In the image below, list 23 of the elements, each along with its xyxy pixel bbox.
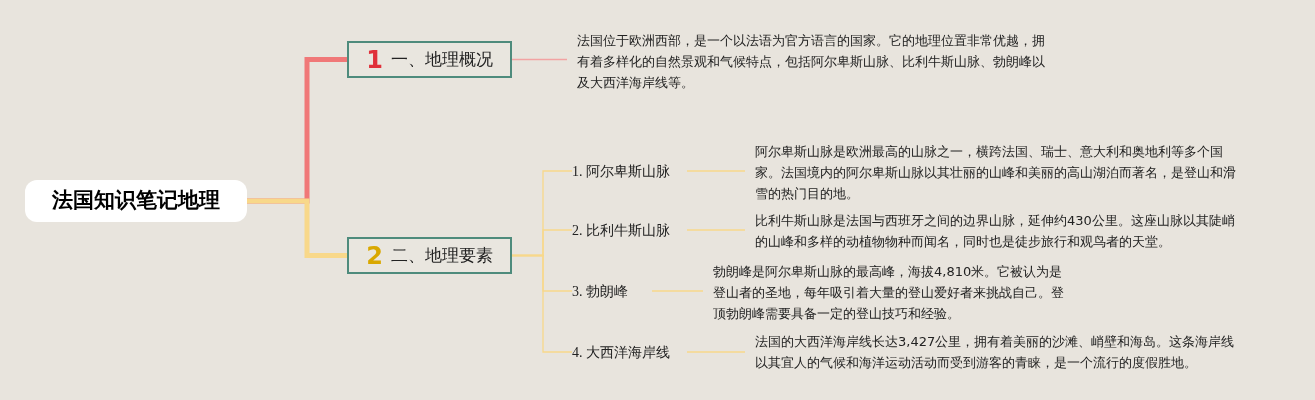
description-text: 法国的大西洋海岸线长达3,427公里，拥有着美丽的沙滩、峭壁和海岛。这条海岸线以其宜人的气候和海洋运动活动而受到游客的青睐，是一个流行的度假胜地。 [745,331,1255,373]
topic-box [347,237,512,274]
topic-title: 二、地理要素 [390,243,493,267]
connector-line [686,351,746,353]
subtopic-label: 2. 比利牛斯山脉 [572,219,687,241]
root-topic: 法国知识笔记地理 [25,180,247,222]
topic-box [347,41,512,78]
description-text: 阿尔卑斯山脉是欧洲最高的山脉之一，横跨法国、瑞士、意大利和奥地利等多个国家。法国境内的阿尔卑斯山脉以其壮丽的山峰和美丽的高山湖泊而著名，是登山和滑雪的热门目的地。 [745,140,1255,204]
connector-line [651,290,704,292]
description-text: 比利牛斯山脉是法国与西班牙之间的边界山脉，延伸约430公里。这座山脉以其陡峭的山峰和多样的动植物物种而闻名，同时也是徒步旅行和观鸟者的天堂。 [745,210,1255,252]
connector-line [511,58,568,61]
subtopic-label: 3. 勃朗峰 [572,280,652,302]
subtopic-label: 1. 阿尔卑斯山脉 [572,160,687,182]
connector-line [247,198,347,258]
connector-line [686,229,746,231]
topic-number: 2 [366,243,383,268]
connector-line [686,170,746,172]
subtopic-label: 4. 大西洋海岸线 [572,341,687,363]
topic-title: 一、地理概况 [390,47,493,71]
topic-number: 1 [366,47,383,72]
description-text: 勃朗峰是阿尔卑斯山脉的最高峰，海拔4,810米。它被认为是登山者的圣地，每年吸引着大量的登山爱好者来挑战自己。登顶勃朗峰需要具备一定的登山技巧和经验。 [703,261,1078,324]
description-text: 法国位于欧洲西部，是一个以法语为官方语言的国家。它的地理位置非常优越，拥有着多样化的自然景观和气候特点，包括阿尔卑斯山脉、比利牛斯山脉、勃朗峰以及大西洋海岸线等。 [567,30,1057,93]
connector-line [511,254,573,353]
